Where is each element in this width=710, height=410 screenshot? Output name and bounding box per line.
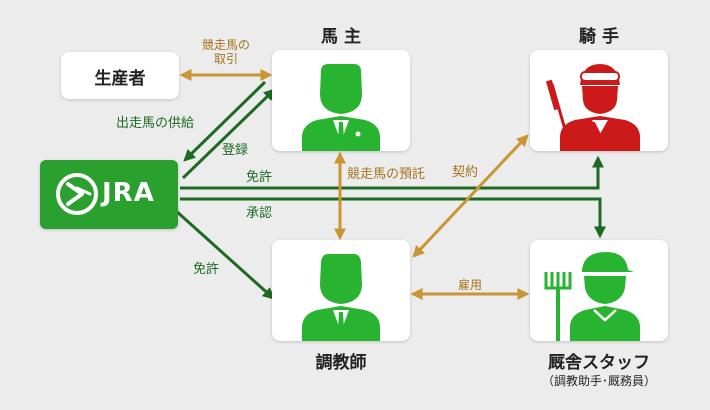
supply-arrow xyxy=(183,80,267,162)
license-trainer-arrow xyxy=(173,208,275,300)
stable-staff-icon xyxy=(544,252,640,341)
contract-arrow xyxy=(412,134,529,258)
jockey-label: 騎 手 xyxy=(579,27,619,47)
trainer-icon xyxy=(302,254,380,341)
jra-logo-icon xyxy=(56,173,98,215)
register-arrow xyxy=(181,88,276,180)
supply-label: 出走馬の供給 xyxy=(116,116,195,131)
employ-label: 雇用 xyxy=(458,278,483,292)
staff-label: 厩舎スタッフ xyxy=(548,353,650,373)
register-label: 登録 xyxy=(222,143,249,158)
trainer-label: 調教師 xyxy=(315,353,367,373)
license-jockey-label: 免許 xyxy=(246,170,273,185)
trainer-node xyxy=(272,240,410,341)
jra-node: JRA xyxy=(40,160,178,229)
contract-label: 契約 xyxy=(452,165,479,180)
staff-sublabel: （調教助手･厩務員） xyxy=(541,374,656,388)
license-trainer-label: 免許 xyxy=(193,262,220,277)
jra-logo-text: JRA xyxy=(102,178,155,208)
jockey-node xyxy=(530,50,668,151)
breeder-label: 生産者 xyxy=(94,69,146,89)
jockey-icon xyxy=(545,64,640,151)
owner-label: 馬 主 xyxy=(321,27,361,47)
approve-label: 承認 xyxy=(246,206,273,221)
owner-node xyxy=(272,50,410,151)
approve-arrow xyxy=(180,197,606,239)
breeder-node xyxy=(61,52,179,99)
businessman-icon xyxy=(302,64,380,151)
trade-label: 競走馬の 取引 xyxy=(201,38,250,67)
staff-node xyxy=(530,240,668,341)
entrust-label: 競走馬の預託 xyxy=(347,167,426,182)
license-jockey-arrow xyxy=(180,155,604,190)
